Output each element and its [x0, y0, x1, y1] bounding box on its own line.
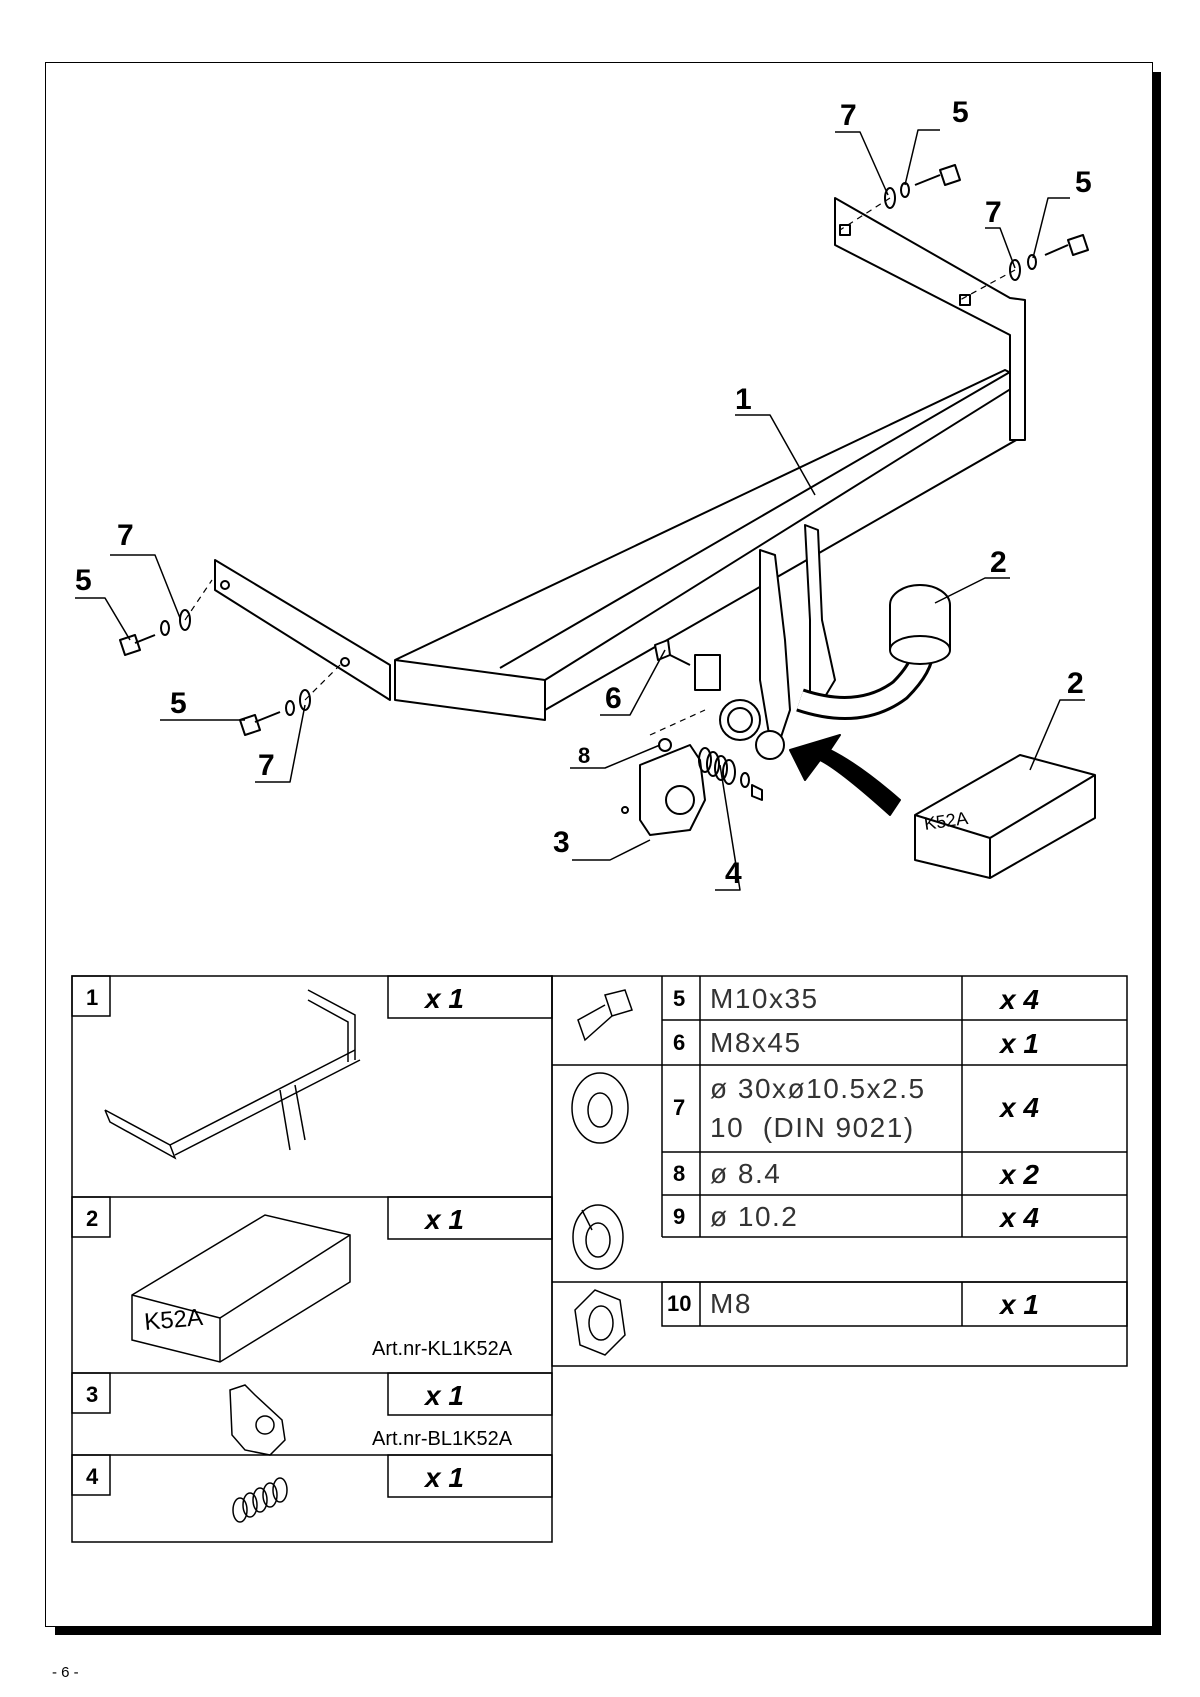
callout-5-left-bottom: 5: [170, 687, 187, 720]
part-5-spec: M10x35: [710, 983, 819, 1014]
part-1-qty: x 1: [423, 983, 464, 1014]
part-8-qty: x 2: [998, 1159, 1039, 1190]
part-3-number: 3: [86, 1382, 98, 1407]
socket-plate-icon: [229, 1384, 286, 1456]
part-10-spec: M8: [710, 1288, 752, 1319]
callout-5-right: 5: [1075, 166, 1092, 199]
ball-hanger-plates: [759, 524, 836, 741]
part-9-qty: x 4: [998, 1202, 1039, 1233]
callout-2-box: 2: [1067, 667, 1084, 700]
callout-leaders: [75, 129, 1085, 891]
part-7-spec: ø 30xø10.5x2.5: [710, 1073, 926, 1104]
washer-icon: [571, 1072, 629, 1144]
part-9-number: 9: [673, 1204, 685, 1229]
callout-7-left-bottom: 7: [258, 749, 275, 782]
part-7-qty: x 4: [998, 1092, 1039, 1123]
callout-4: 4: [725, 857, 742, 890]
callout-3: 3: [553, 826, 570, 859]
callout-6: 6: [605, 682, 622, 715]
part-5-qty: x 4: [998, 984, 1039, 1015]
tow-bar-crossbeam: [214, 197, 1026, 721]
part-8-spec: ø 8.4: [710, 1158, 781, 1189]
part-2-qty: x 1: [423, 1204, 464, 1235]
callout-7-right-top: 7: [840, 99, 857, 132]
part-2-number: 2: [86, 1206, 98, 1231]
part-2-box-label: K52A: [143, 1304, 204, 1336]
callout-8: 8: [578, 743, 590, 768]
frame-shadow-right: [1152, 72, 1161, 1634]
callout-7-right: 7: [985, 196, 1002, 229]
bolts-and-washers: [119, 164, 1089, 752]
part-10-number: 10: [667, 1291, 691, 1316]
spring-icon: [232, 1477, 288, 1523]
nut-icon: [574, 1289, 626, 1356]
part-4-number: 4: [86, 1464, 99, 1489]
frame-shadow-bottom: [55, 1626, 1161, 1635]
assembly-axis-lines: [184, 197, 1016, 736]
socket-plate: [621, 744, 706, 836]
bolt-icon: [577, 989, 633, 1042]
spring: [698, 747, 763, 801]
page-number: - 6 -: [52, 1664, 79, 1681]
part-5-number: 5: [673, 986, 685, 1011]
part-3-qty: x 1: [423, 1380, 464, 1411]
part-3-article: Art.nr-BL1K52A: [372, 1428, 513, 1450]
tow-ball: [719, 584, 951, 760]
part-4-qty: x 1: [423, 1462, 464, 1493]
part-2-article: Art.nr-KL1K52A: [372, 1338, 513, 1360]
part-7-spec-standard: 10 (DIN 9021): [710, 1112, 915, 1143]
callout-7-left-top: 7: [117, 519, 134, 552]
part-7-number: 7: [673, 1095, 685, 1120]
callout-1: 1: [735, 383, 752, 416]
part-9-spec: ø 10.2: [710, 1201, 798, 1232]
electrical-kit-box: [914, 754, 1096, 879]
parts-table: [71, 975, 1128, 1543]
part-6-number: 6: [673, 1030, 685, 1055]
callout-5-left-top: 5: [75, 564, 92, 597]
box-icon: [131, 1214, 351, 1363]
crossbar-icon: [104, 989, 361, 1160]
callout-2-ball: 2: [990, 546, 1007, 579]
part-6-qty: x 1: [998, 1028, 1039, 1059]
part-10-qty: x 1: [998, 1289, 1039, 1320]
table-icons: [104, 989, 633, 1523]
insertion-arrow: [789, 734, 901, 816]
part-8-number: 8: [673, 1161, 685, 1186]
spring-washer-icon: [572, 1204, 624, 1270]
part-1-number: 1: [86, 985, 98, 1010]
callout-5-right-top: 5: [952, 96, 969, 129]
part-6-spec: M8x45: [710, 1027, 802, 1058]
